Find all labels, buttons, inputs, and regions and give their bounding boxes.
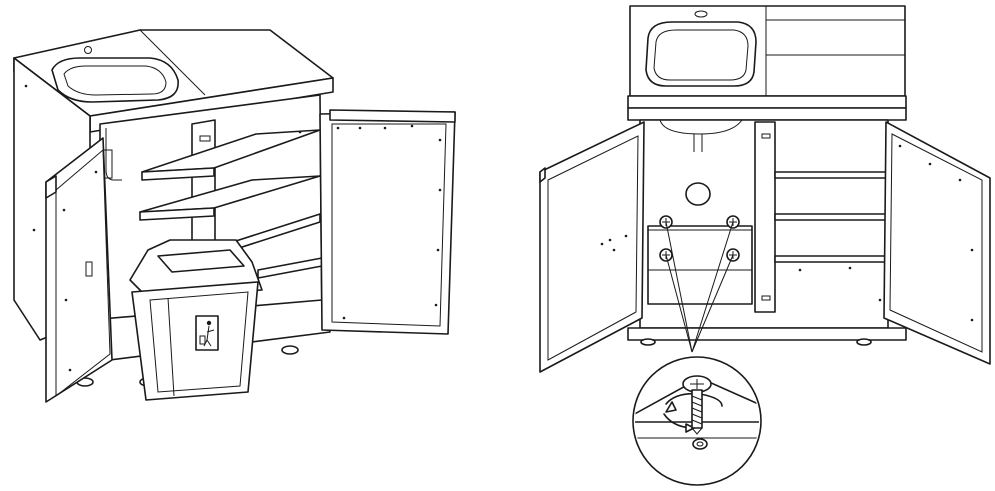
right-door: [319, 111, 456, 335]
right-view-left-door: [539, 121, 645, 373]
left-wheel-2: [281, 345, 299, 355]
right-shelf-1: [774, 171, 889, 179]
trash-bin-body: [131, 281, 259, 401]
right-drain-hole: [685, 182, 711, 206]
left-faucet-hole: [84, 46, 92, 54]
right-shelf-2: [774, 213, 889, 221]
trash-bin: [129, 239, 263, 401]
right-faucet-hole: [694, 10, 708, 18]
left-door: [45, 137, 113, 403]
left-sink-bowl: [51, 57, 179, 103]
right-view-right-door: [883, 121, 991, 365]
right-sink-bowl: [645, 21, 757, 87]
right-bracket-screws: [659, 215, 740, 262]
leader-lines: [665, 221, 734, 353]
trash-recycle-icon: [195, 315, 219, 351]
right-view-doors: [539, 121, 991, 373]
left-door-screws: [24, 84, 442, 372]
left-door-latch: [85, 261, 93, 277]
screw-icon: [682, 375, 712, 435]
right-countertop-edge: [627, 95, 907, 109]
right-divider-post: [754, 121, 776, 313]
right-shelf-3: [774, 255, 889, 263]
right-cabinet: [627, 5, 907, 346]
right-mount-bracket: [647, 225, 753, 305]
screw-icon: [726, 215, 740, 229]
detail-magnifier: [632, 356, 762, 486]
